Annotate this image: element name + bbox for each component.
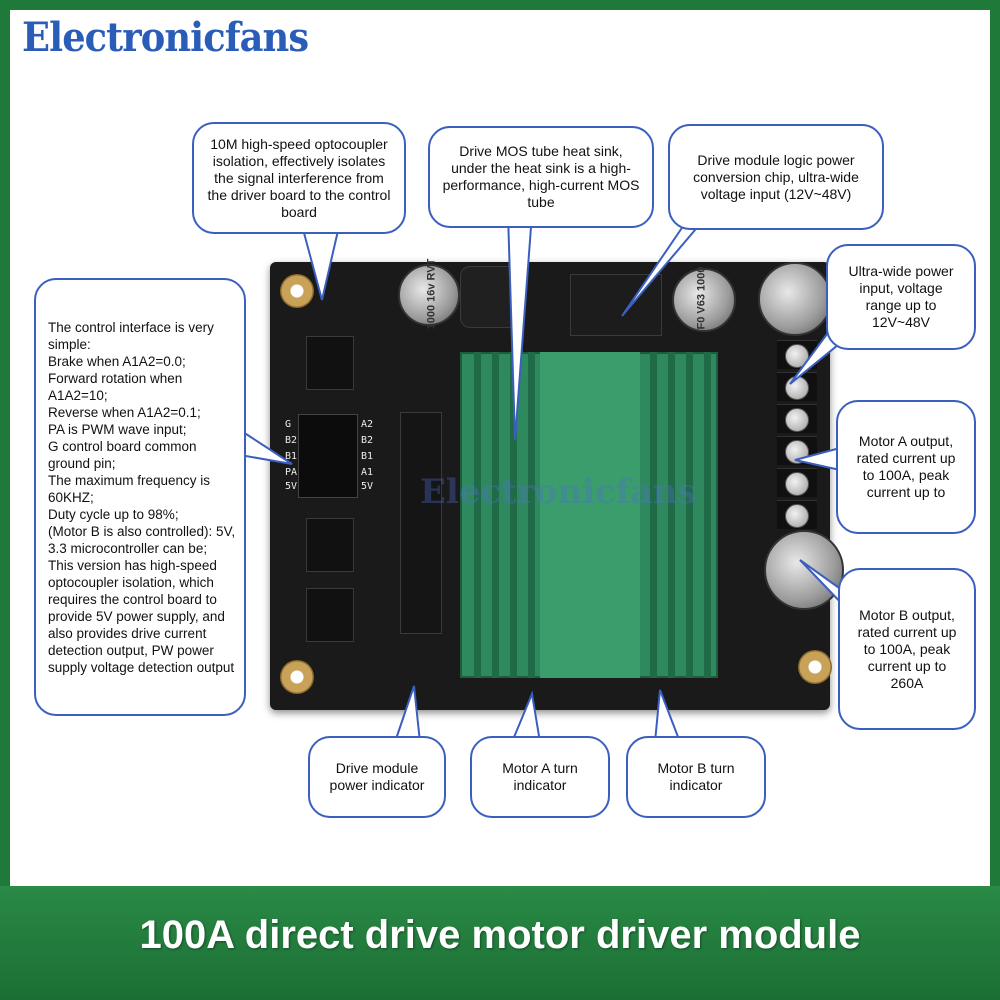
callout-power-input: Ultra-wide power input, voltage range up… <box>826 244 976 350</box>
footer-title: 100A direct drive motor driver module <box>139 913 861 957</box>
header-label: G <box>285 419 292 430</box>
header-label: B2 <box>361 435 374 446</box>
optocoupler-chip <box>306 518 354 572</box>
large-capacitor <box>758 262 832 336</box>
power-conversion-chip <box>570 274 662 336</box>
screw-icon <box>785 504 809 528</box>
screw-icon <box>785 408 809 432</box>
screw-terminal[interactable] <box>777 468 817 497</box>
callout-power-indicator: Drive module power indicator <box>308 736 446 818</box>
callout-control-interface: The control interface is very simple: Br… <box>34 278 246 716</box>
callout-motor-a-indicator: Motor A turn indicator <box>470 736 610 818</box>
screw-icon <box>785 344 809 368</box>
watermark: Electronicfans <box>420 472 697 512</box>
header-label: 5V <box>285 481 298 492</box>
inductor <box>460 266 522 328</box>
screw-terminal[interactable] <box>777 436 817 465</box>
motor-driver-board: 1000 16v RVT F0 V63 1000 G B2 B1 PA 5V A… <box>270 258 844 710</box>
screw-icon <box>785 440 809 464</box>
header-label: B2 <box>285 435 298 446</box>
screw-terminal[interactable] <box>777 340 817 369</box>
callout-motor-a-output: Motor A output, rated current up to 100A… <box>836 400 976 534</box>
screw-icon <box>785 472 809 496</box>
header-label: B1 <box>285 451 298 462</box>
callout-optocoupler: 10M high-speed optocoupler isolation, ef… <box>192 122 406 234</box>
header-label: A2 <box>361 419 374 430</box>
screw-terminal[interactable] <box>777 372 817 401</box>
header-label: A1 <box>361 467 374 478</box>
callout-heatsink: Drive MOS tube heat sink, under the heat… <box>428 126 654 228</box>
large-capacitor <box>764 530 844 610</box>
optocoupler-chip <box>306 588 354 642</box>
capacitor-label: F0 V63 1000 <box>695 266 708 330</box>
header-label: 5V <box>361 481 374 492</box>
screw-terminal[interactable] <box>777 404 817 433</box>
capacitor-label: 1000 16v RVT <box>425 258 438 330</box>
brand-logo: Electronicfans <box>22 14 309 61</box>
footer-banner <box>0 886 1000 1000</box>
capacitor <box>398 264 460 326</box>
callout-logic-power: Drive module logic power conversion chip… <box>668 124 884 230</box>
header-label: B1 <box>361 451 374 462</box>
callout-motor-b-output: Motor B output, rated current up to 100A… <box>838 568 976 730</box>
control-header[interactable]: G B2 B1 PA 5V A2 B2 B1 A1 5V <box>285 414 373 498</box>
driver-chip <box>400 412 442 634</box>
callout-motor-b-indicator: Motor B turn indicator <box>626 736 766 818</box>
mounting-hole <box>280 660 314 694</box>
mounting-hole <box>798 650 832 684</box>
screw-terminal[interactable] <box>777 500 817 529</box>
screw-icon <box>785 376 809 400</box>
mounting-hole <box>280 274 314 308</box>
heat-sink <box>460 352 718 678</box>
header-label: PA <box>285 467 298 478</box>
optocoupler-chip <box>306 336 354 390</box>
